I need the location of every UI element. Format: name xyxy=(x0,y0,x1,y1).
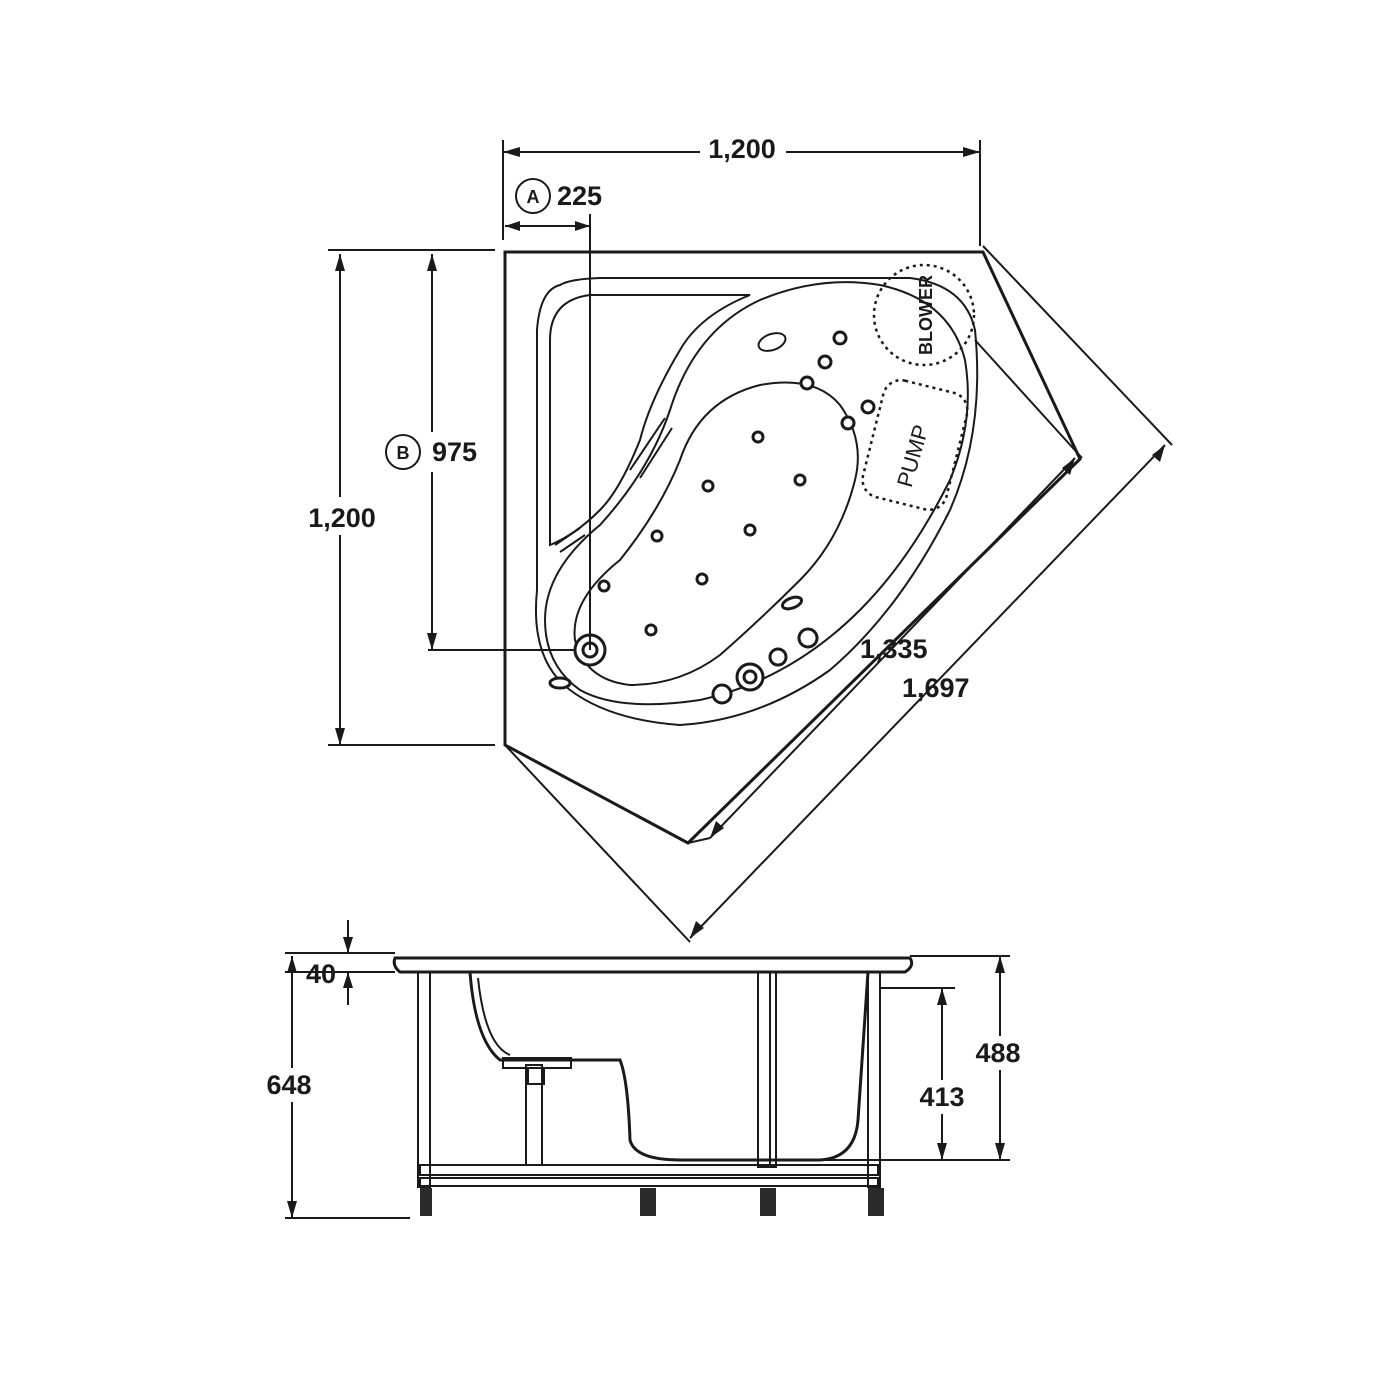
headrest xyxy=(757,332,787,352)
frame-post xyxy=(867,971,881,1188)
jet xyxy=(768,647,788,667)
plan-view: BLOWER PUMP xyxy=(300,130,1173,943)
frame-post xyxy=(417,971,431,1188)
grab-handle-left xyxy=(629,417,673,479)
marker-b-letter: B xyxy=(397,443,410,463)
foot xyxy=(760,1188,776,1216)
jet xyxy=(644,623,658,637)
dim-diag-inner-ext-bottom xyxy=(687,837,711,844)
dim-width-text: 1,200 xyxy=(708,134,776,164)
frame-post xyxy=(757,971,771,1168)
basin-outer xyxy=(543,281,969,706)
jet xyxy=(597,579,611,593)
jets xyxy=(597,330,876,705)
foot xyxy=(868,1188,884,1216)
tub-rim-contour xyxy=(535,277,979,727)
grab-handle-bottom xyxy=(554,527,586,553)
dim-depth-text: 1,200 xyxy=(308,503,376,533)
tub-rim xyxy=(392,956,914,974)
marker-a-circle xyxy=(515,178,551,214)
dim-413-text: 413 xyxy=(919,1082,964,1112)
pump-outline xyxy=(861,378,969,512)
dim-488-text: 488 xyxy=(975,1038,1020,1068)
frame-rail xyxy=(419,1177,879,1187)
dim-40-text: 40 xyxy=(306,959,336,989)
jet xyxy=(780,595,804,611)
dim-diag-inner-ext-top xyxy=(974,339,1083,459)
feet xyxy=(420,1188,884,1216)
marker-b-circle xyxy=(385,434,421,470)
jet xyxy=(743,523,757,537)
jet xyxy=(742,669,758,685)
tub-seat xyxy=(477,977,511,1056)
foot xyxy=(420,1188,432,1216)
support-bracket xyxy=(527,1067,545,1085)
marker-b-value: 975 xyxy=(432,437,477,467)
marker-a-letter: A xyxy=(527,187,540,207)
basin-inner xyxy=(573,381,859,687)
jet xyxy=(695,572,709,586)
jet xyxy=(832,330,848,346)
jet xyxy=(817,354,833,370)
frame-rail xyxy=(419,1164,879,1176)
dim-diag-outer-text: 1,697 xyxy=(902,673,970,703)
dim-diag-outer-line xyxy=(689,444,1166,939)
jet xyxy=(799,375,815,391)
jet xyxy=(650,529,664,543)
foot xyxy=(640,1188,656,1216)
marker-a-value: 225 xyxy=(557,181,602,211)
side-view: 40 648 413 488 xyxy=(258,920,1030,1219)
jet xyxy=(797,627,819,649)
seat-area xyxy=(549,294,751,547)
dim-648-text: 648 xyxy=(266,1070,311,1100)
dim-diag-outer-ext-top xyxy=(982,245,1173,446)
dim-diag-outer-ext-bottom xyxy=(504,744,691,943)
jet xyxy=(840,415,856,431)
jet xyxy=(793,473,807,487)
blower-label: BLOWER xyxy=(916,275,936,355)
jet xyxy=(751,430,765,444)
dim-diag-inner-line xyxy=(709,457,1076,839)
frame-post xyxy=(769,971,777,1168)
overflow xyxy=(548,676,572,690)
tub-outline xyxy=(503,250,1082,845)
frame xyxy=(417,971,881,1188)
jet xyxy=(711,683,733,705)
tub-body xyxy=(468,970,870,1162)
blower-outline xyxy=(872,263,976,367)
jet xyxy=(701,479,715,493)
jet xyxy=(860,399,876,415)
dim-diag-inner-text: 1,335 xyxy=(860,634,928,664)
pump-label: PUMP xyxy=(892,422,934,490)
